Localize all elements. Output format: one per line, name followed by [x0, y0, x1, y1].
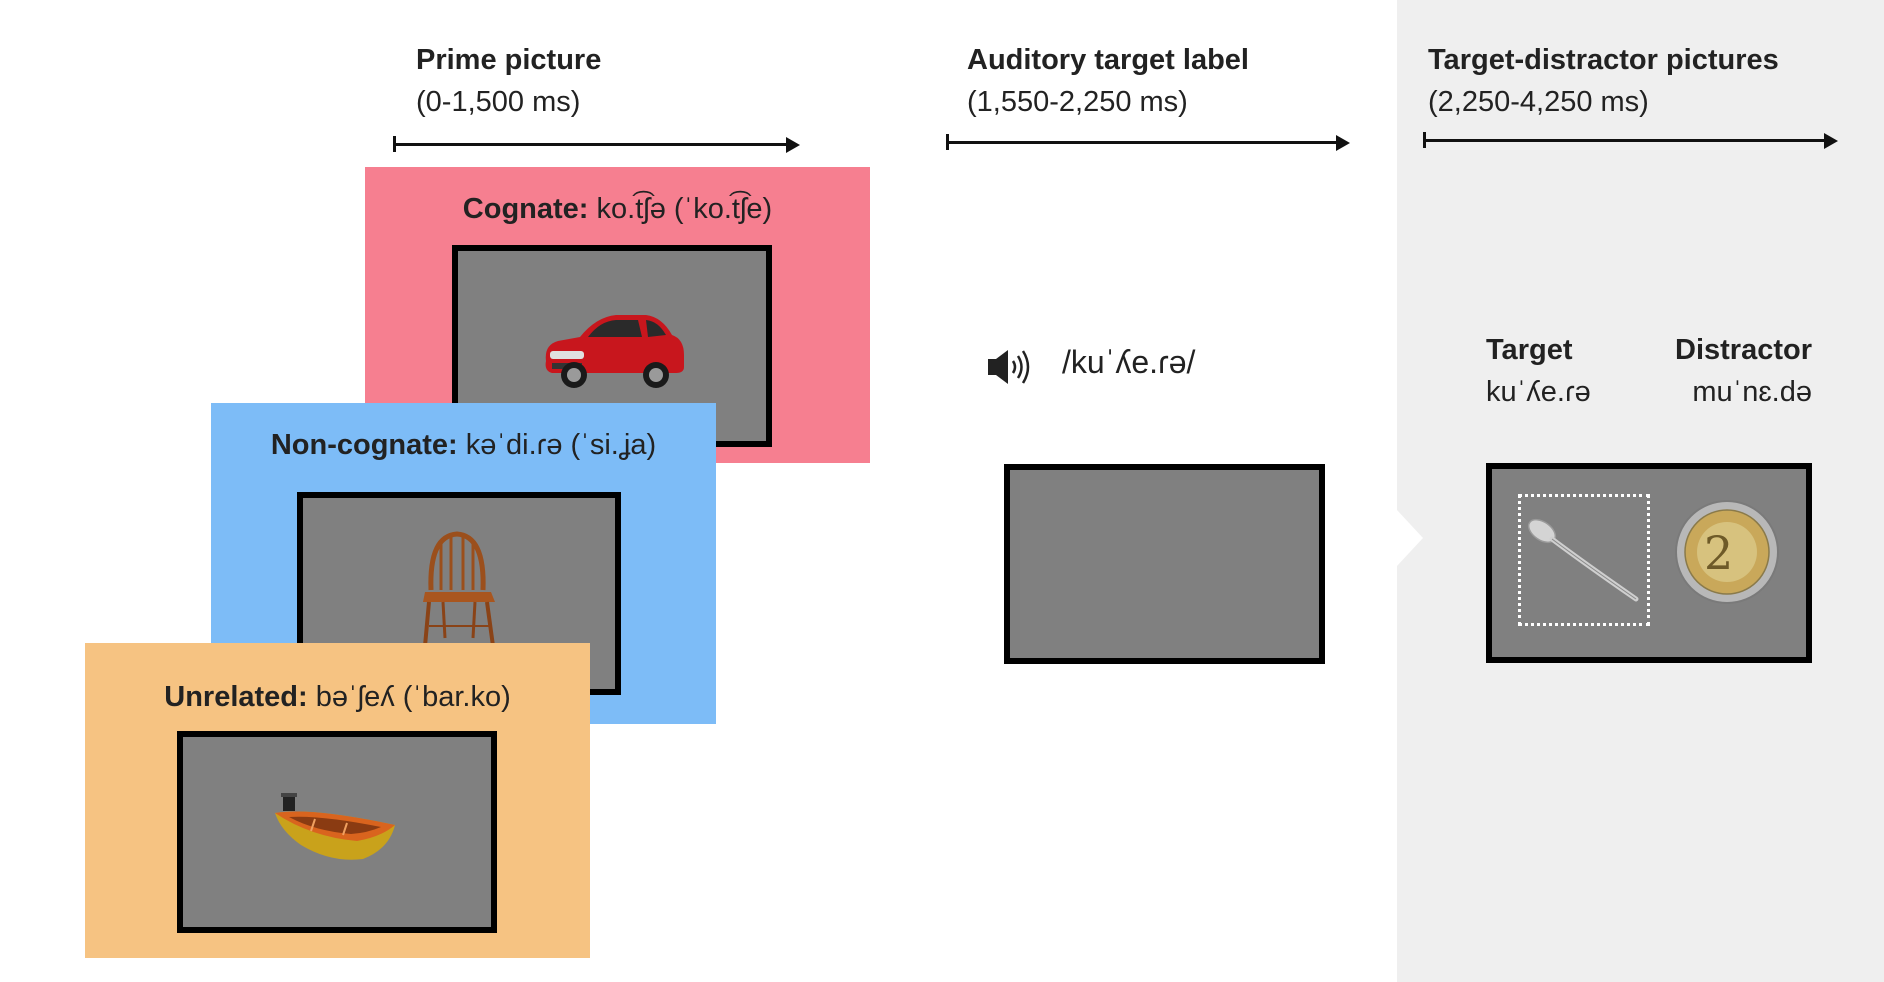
phase-title-auditory: Auditory target label: [967, 44, 1249, 76]
coin-image: 2: [1675, 500, 1779, 604]
phase-title-prime: Prime picture: [416, 44, 602, 76]
phase-time-auditory: (1,550-2,250 ms): [967, 86, 1188, 118]
prime-screen-unrelated: [177, 731, 497, 933]
prime-card-unrelated: Unrelated: bəˈʃeʎ (ˈbar.ko): [85, 643, 590, 958]
phase-time-prime: (0-1,500 ms): [416, 86, 581, 118]
timeline-arrow-target: [1425, 139, 1825, 142]
prime-label-unrelated: Unrelated: bəˈʃeʎ (ˈbar.ko): [164, 681, 511, 713]
timeline-arrow-auditory: [948, 141, 1337, 144]
phase-title-target: Target-distractor pictures: [1428, 44, 1779, 76]
arrow-head-icon: [1824, 133, 1838, 149]
auditory-label: /kuˈʎe.ɾə/: [1062, 344, 1196, 380]
prime-label-cognate: Cognate: ko.t͡ʃə (ˈko.t͡ʃe): [462, 193, 773, 225]
target-ipa: kuˈʎe.ɾə: [1486, 376, 1591, 408]
arrow-head-icon: [786, 137, 800, 153]
chair-image: [423, 531, 495, 647]
timeline-arrow-start: [393, 136, 396, 152]
timeline-arrow-prime: [395, 143, 787, 146]
target-distractor-screen: 2: [1486, 463, 1812, 663]
target-selection-box: [1518, 494, 1650, 626]
car-image: [545, 315, 684, 388]
timeline-arrow-start: [946, 134, 949, 150]
spoon-image: [1527, 518, 1639, 602]
auditory-screen: [1004, 464, 1325, 664]
speaker-icon: [988, 350, 1030, 384]
target-heading: Target: [1486, 334, 1573, 366]
phase-time-target: (2,250-4,250 ms): [1428, 86, 1649, 118]
distractor-heading: Distractor: [1675, 334, 1812, 366]
distractor-ipa: muˈnɛ.də: [1692, 376, 1812, 408]
timeline-arrow-start: [1423, 132, 1426, 148]
boat-image: [275, 793, 395, 860]
phase-notch: [1397, 510, 1423, 566]
arrow-head-icon: [1336, 135, 1350, 151]
svg-text:2: 2: [1704, 526, 1733, 580]
prime-label-noncognate: Non-cognate: kəˈdi.ɾə (ˈsi.ʝa): [270, 429, 657, 461]
